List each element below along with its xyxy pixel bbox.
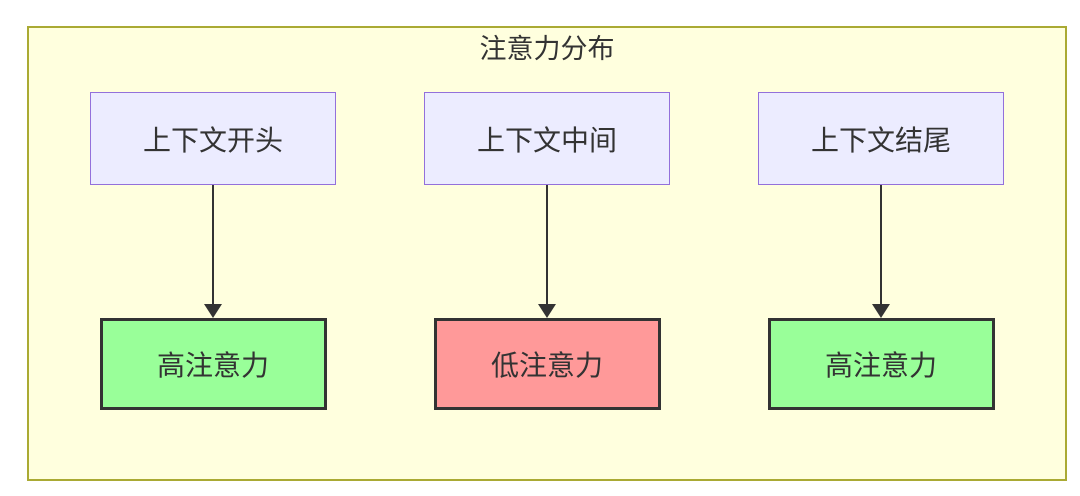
node-context-begin: 上下文开头 bbox=[90, 92, 336, 185]
attention-distribution-container: 注意力分布 上下文开头 高注意力 上下文中间 低注意力 上下文结尾 bbox=[27, 26, 1067, 481]
arrow-head-icon bbox=[538, 304, 556, 318]
node-context-middle: 上下文中间 bbox=[424, 92, 670, 185]
arrow-down-icon bbox=[872, 185, 890, 318]
arrow-head-icon bbox=[204, 304, 222, 318]
arrow-down-icon bbox=[538, 185, 556, 318]
arrow-line bbox=[212, 185, 214, 304]
arrow-down-icon bbox=[204, 185, 222, 318]
flow-column-middle: 上下文中间 低注意力 bbox=[424, 92, 670, 410]
flow-columns: 上下文开头 高注意力 上下文中间 低注意力 上下文结尾 bbox=[29, 92, 1065, 410]
node-attention-end: 高注意力 bbox=[767, 318, 995, 410]
flow-column-begin: 上下文开头 高注意力 bbox=[90, 92, 336, 410]
arrow-line bbox=[880, 185, 882, 304]
diagram-title: 注意力分布 bbox=[479, 34, 615, 64]
arrow-head-icon bbox=[872, 304, 890, 318]
node-attention-middle: 低注意力 bbox=[433, 318, 661, 410]
flow-column-end: 上下文结尾 高注意力 bbox=[758, 92, 1004, 410]
node-attention-begin: 高注意力 bbox=[99, 318, 327, 410]
node-context-end: 上下文结尾 bbox=[758, 92, 1004, 185]
arrow-line bbox=[546, 185, 548, 304]
